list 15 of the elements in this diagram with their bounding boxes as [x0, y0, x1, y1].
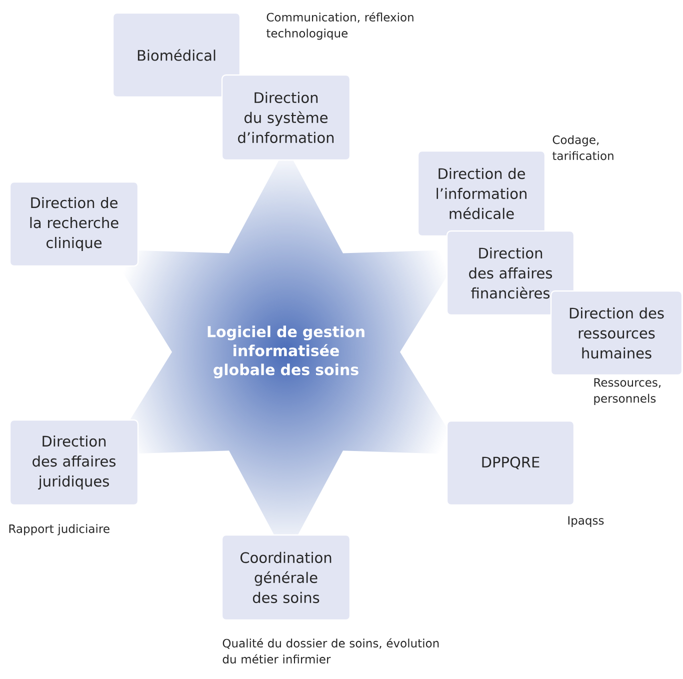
- department-box: Direction des ressources humaines: [550, 290, 683, 376]
- department-box: Direction du système d’information: [221, 74, 351, 161]
- note-text: Codage, tarification: [552, 135, 614, 160]
- department-box: DPPQRE: [446, 420, 575, 506]
- department-box: Direction de l’information médicale: [417, 150, 546, 237]
- note-text: Rapport judiciaire: [9, 524, 110, 536]
- department-box: Direction des affaires juridiques: [9, 419, 139, 506]
- note-text: Communication, réflexion technologique: [266, 12, 414, 40]
- note-text: Ressources, personnels: [594, 378, 660, 405]
- note-text: Ipaqss: [568, 516, 604, 527]
- department-box: Direction de la recherche clinique: [9, 181, 139, 267]
- note-text: Qualité du dossier de soins, évolution du métier infirmier: [222, 638, 439, 664]
- center-text: Logiciel de gestion informatisée globale des soins: [208, 326, 364, 378]
- department-box: Biomédical: [112, 12, 241, 98]
- department-box: Coordination générale des soins: [221, 534, 351, 621]
